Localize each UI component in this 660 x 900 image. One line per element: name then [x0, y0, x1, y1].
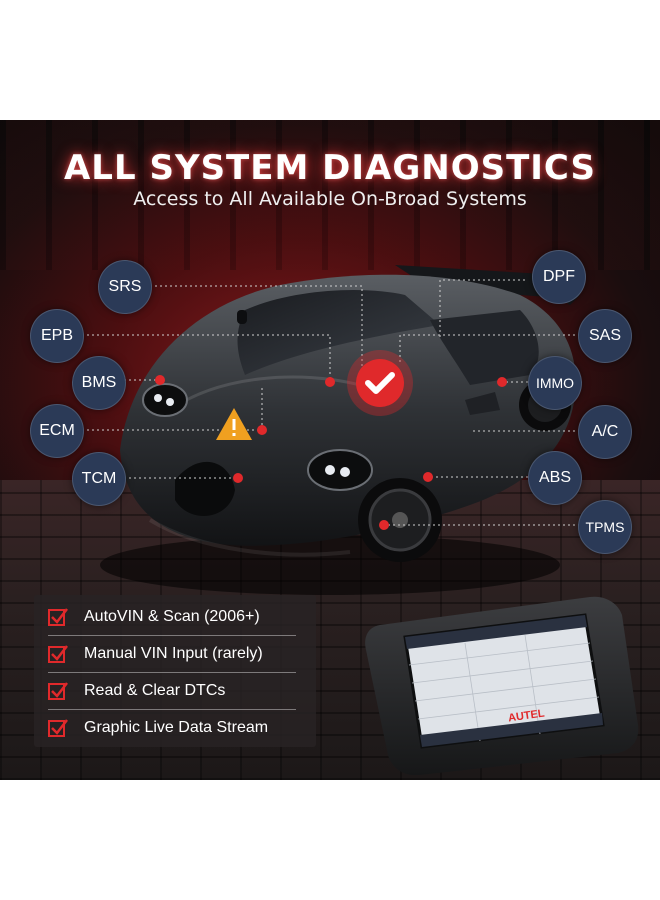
hero-panel: SRS EPB BMS ECM TCM DPF SAS IMMO A/C ABS… — [0, 120, 660, 780]
checkbox-checked-icon — [48, 719, 68, 737]
garage-background — [0, 120, 660, 270]
diagnostic-tablet — [365, 596, 639, 775]
list-item: AutoVIN & Scan (2006+) — [48, 602, 298, 632]
list-item: Graphic Live Data Stream — [48, 713, 298, 743]
page-title: ALL SYSTEM DIAGNOSTICS — [63, 148, 597, 188]
list-item: Manual VIN Input (rarely) — [48, 639, 298, 669]
check-badge-icon — [347, 350, 413, 416]
checkbox-checked-icon — [48, 608, 68, 626]
ac-node: A/C — [578, 405, 632, 459]
srs-node: SRS — [98, 260, 152, 314]
bms-node: BMS — [72, 356, 126, 410]
tcm-node: TCM — [72, 452, 126, 506]
ecm-node: ECM — [30, 404, 84, 458]
dpf-node: DPF — [532, 250, 586, 304]
divider — [48, 635, 296, 636]
feature-label: AutoVIN & Scan (2006+) — [84, 608, 260, 625]
list-item: Read & Clear DTCs — [48, 676, 298, 706]
immo-node: IMMO — [528, 356, 582, 410]
warning-icon — [216, 408, 252, 440]
feature-checklist: AutoVIN & Scan (2006+) Manual VIN Input … — [34, 595, 316, 747]
abs-node: ABS — [528, 451, 582, 505]
feature-label: Manual VIN Input (rarely) — [84, 645, 263, 662]
divider — [48, 709, 296, 710]
connector-lines — [82, 279, 580, 530]
divider — [48, 672, 296, 673]
sas-node: SAS — [578, 309, 632, 363]
feature-label: Read & Clear DTCs — [84, 682, 226, 699]
checkbox-checked-icon — [48, 682, 68, 700]
feature-label: Graphic Live Data Stream — [84, 719, 269, 736]
checkbox-checked-icon — [48, 645, 68, 663]
page-subtitle: Access to All Available On-Broad Systems — [133, 188, 527, 210]
epb-node: EPB — [30, 309, 84, 363]
tpms-node: TPMS — [578, 500, 632, 554]
